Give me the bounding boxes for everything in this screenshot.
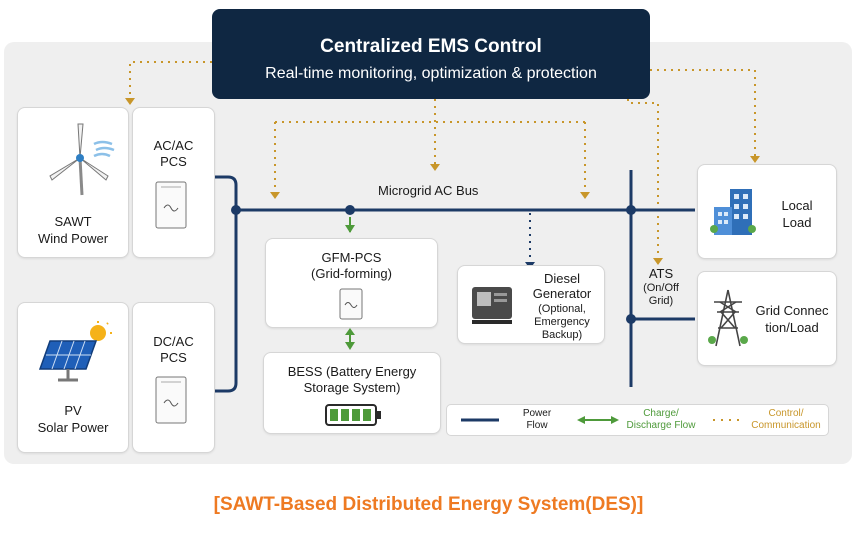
local-load-label-1: Local (781, 198, 813, 213)
diesel-label-4: Emergency (534, 316, 590, 328)
diesel-label-5: Backup) (541, 329, 583, 341)
acac-label-2: PCS (160, 154, 187, 169)
gfm-pcs-card: GFM-PCS (Grid-forming) (265, 238, 438, 328)
legend-charge-arrow (577, 416, 619, 424)
inverter-cabinet-icon (155, 376, 187, 424)
control-line-bus (274, 99, 586, 192)
wind-label-2: Wind Power (37, 231, 109, 246)
control-lines (129, 61, 756, 262)
power-line-pcs (213, 175, 238, 393)
bess-card: BESS (Battery Energy Storage System) (263, 352, 441, 434)
grid-label-1: Grid Connec (755, 303, 829, 318)
diesel-label-1: Diesel (543, 271, 581, 286)
gfm-label-1: GFM-PCS (321, 250, 382, 265)
legend-power-1: Power (522, 408, 552, 419)
bess-label-2: Storage System) (303, 380, 401, 395)
legend-power-2: Flow (526, 420, 548, 431)
ats-label-3: Grid) (648, 295, 674, 307)
bess-label-1: BESS (Battery Energy (287, 364, 417, 379)
footer-title: [SAWT-Based Distributed Energy System(DE… (213, 494, 644, 515)
ems-subtitle: Real-time monitoring, optimization & pro… (265, 65, 597, 82)
generator-icon (472, 287, 512, 324)
transmission-tower-icon (708, 289, 748, 347)
local-load-label-2: Load (782, 215, 812, 230)
legend-charge-1: Charge/ (643, 408, 679, 419)
control-line-wind (129, 61, 212, 98)
solar-panel-icon (38, 321, 112, 382)
legend-control-1: Control/ (768, 408, 804, 419)
legend-control-2: Communication (751, 420, 821, 431)
dcac-label-2: PCS (160, 350, 187, 365)
wind-turbine-icon (49, 123, 115, 196)
ats-label-2: (On/Off (643, 282, 679, 294)
dcac-label-1: DC/AC (153, 334, 194, 349)
dcac-pcs-card: DC/AC PCS (132, 302, 215, 453)
acac-pcs-card: AC/AC PCS (132, 107, 215, 258)
local-load-card: Local Load (697, 164, 837, 259)
diesel-label-3: (Optional, (538, 303, 586, 315)
legend-charge-2: Discharge Flow (626, 420, 696, 431)
control-line-ats (627, 99, 659, 258)
building-icon (710, 189, 756, 235)
pv-label-2: Solar Power (37, 420, 109, 435)
legend: Power Flow Charge/ Discharge Flow Contro… (446, 404, 829, 436)
legend-symbols (461, 416, 745, 424)
acac-label-1: AC/AC (153, 138, 194, 153)
diesel-generator-card: Diesel Generator (Optional, Emergency Ba… (457, 265, 605, 344)
grid-connection-card: Grid Connec tion/Load (697, 271, 837, 366)
pv-label-1: PV (64, 403, 82, 418)
pv-solar-card: PV Solar Power (17, 302, 129, 453)
inverter-cabinet-icon (339, 288, 363, 320)
ems-control-box: Centralized EMS Control Real-time monito… (212, 9, 650, 99)
battery-icon (325, 404, 381, 426)
inverter-cabinet-icon (155, 181, 187, 229)
ats-label-1: ATS (648, 266, 674, 281)
wind-label-1: SAWT (54, 214, 92, 229)
diesel-label-2: Generator (532, 286, 592, 301)
microgrid-bus-label: Microgrid AC Bus (378, 183, 479, 198)
charge-lines (345, 217, 355, 350)
ems-title: Centralized EMS Control (320, 36, 542, 57)
control-line-local-load (650, 69, 756, 156)
gfm-label-2: (Grid-forming) (311, 266, 392, 281)
grid-label-2: tion/Load (765, 320, 819, 335)
wind-power-card: SAWT Wind Power (17, 107, 129, 258)
